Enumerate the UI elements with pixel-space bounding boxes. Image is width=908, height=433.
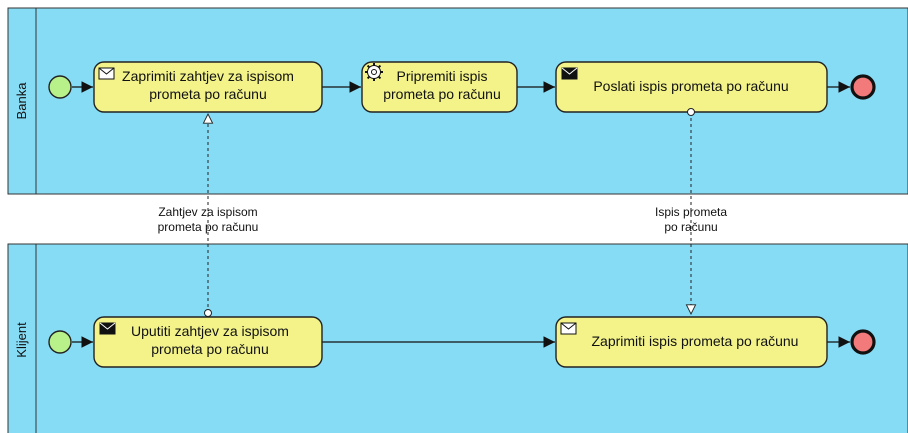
- gear-icon: [365, 63, 383, 81]
- pool-klijent-label: Klijent: [14, 322, 29, 358]
- message-flow-ispis-source: [687, 108, 695, 116]
- message-flow-zahtjev-label2: prometa po računu: [158, 220, 259, 234]
- envelope-open-icon: [98, 67, 115, 80]
- task-uputiti-zahtjev-line2: prometa po računu: [151, 341, 269, 357]
- task-zaprimiti-ispis-box: [555, 316, 828, 368]
- end-event-klijent[interactable]: [850, 329, 876, 355]
- task-zaprimiti-zahtjev-line2: prometa po računu: [149, 86, 267, 102]
- task-uputiti-zahtjev-line1: Uputiti zahtjev za ispisom: [131, 323, 289, 339]
- pool-klijent-label-strip: [7, 243, 37, 433]
- task-pripremiti-ispis[interactable]: Pripremiti ispis prometa po računu: [361, 61, 518, 113]
- start-event-klijent[interactable]: [48, 330, 72, 354]
- message-flow-ispis-label2: po računu: [664, 220, 717, 234]
- task-poslati-ispis-line1: Poslati ispis prometa po računu: [593, 78, 788, 94]
- start-event-banka[interactable]: [48, 75, 72, 99]
- pool-banka-label-strip: [7, 7, 37, 195]
- message-flow-ispis[interactable]: Ispis prometa po računu: [655, 108, 727, 315]
- envelope-filled-icon: [99, 322, 116, 335]
- envelope-open-icon: [560, 322, 577, 335]
- message-flow-zahtjev-label1: Zahtjev za ispisom: [158, 205, 257, 219]
- message-flow-ispis-label1: Ispis prometa: [655, 205, 727, 219]
- task-zaprimiti-ispis-line1: Zaprimiti ispis prometa po računu: [592, 333, 799, 349]
- task-poslati-ispis[interactable]: Poslati ispis prometa po računu: [555, 61, 828, 113]
- task-uputiti-zahtjev[interactable]: Uputiti zahtjev za ispisom prometa po ra…: [93, 316, 323, 368]
- task-pripremiti-ispis-line2: prometa po računu: [383, 86, 501, 102]
- task-zaprimiti-zahtjev[interactable]: Zaprimiti zahtjev za ispisom prometa po …: [93, 61, 323, 113]
- pool-banka-label: Banka: [14, 82, 29, 120]
- envelope-filled-icon: [561, 67, 578, 80]
- message-flow-zahtjev-source: [204, 309, 212, 317]
- task-zaprimiti-ispis[interactable]: Zaprimiti ispis prometa po računu: [555, 316, 828, 368]
- message-flow-zahtjev[interactable]: Zahtjev za ispisom prometa po računu: [158, 114, 259, 317]
- task-zaprimiti-zahtjev-line1: Zaprimiti zahtjev za ispisom: [122, 68, 294, 84]
- task-zaprimiti-zahtjev-box: [93, 61, 323, 113]
- end-event-banka[interactable]: [850, 74, 876, 100]
- task-pripremiti-ispis-line1: Pripremiti ispis: [396, 68, 487, 84]
- task-pripremiti-ispis-box: [361, 61, 518, 113]
